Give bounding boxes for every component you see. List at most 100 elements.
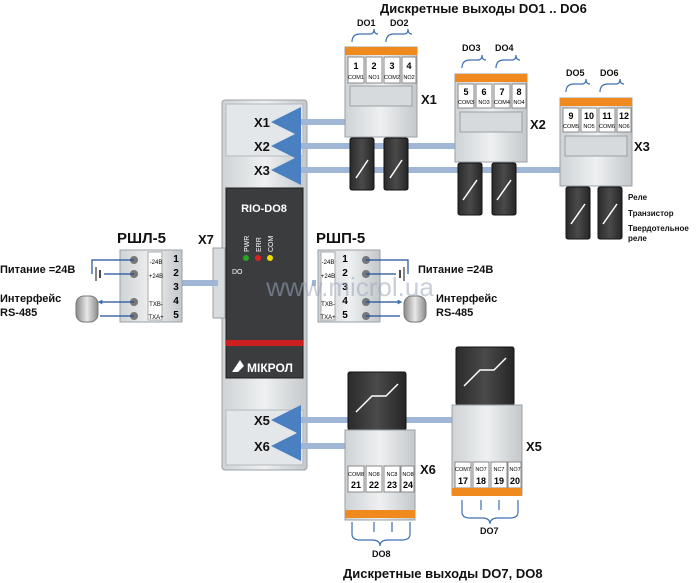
x2-term-5: COM3 [458, 100, 474, 106]
left-iface-label-2: RS-485 [0, 307, 37, 319]
left-pin-5: 5 [173, 310, 179, 321]
block-x3: 9 10 11 12 COM5 NO5 COM6 NO6 X3 DO5 DO6 [559, 68, 650, 240]
x1-label: X1 [421, 92, 437, 107]
x2-output-do4: DO4 [495, 43, 514, 53]
port-x3-label: X3 [254, 163, 270, 178]
legend-solid-state-2: реле [628, 234, 647, 243]
do-label: DO [232, 269, 243, 276]
block-x1: 1 2 3 4 COM1 NO1 COM2 NO2 X1 DO1 DO2 [344, 18, 437, 191]
x2-pin-5: 5 [463, 87, 468, 97]
left-pinlabel-2: +24B [149, 274, 163, 280]
x3-pin-11: 11 [602, 111, 612, 121]
x1-term-2: NO1 [368, 75, 379, 81]
title-top: Дискретные выходы DO1 .. DO6 [380, 1, 587, 16]
right-pin-4: 4 [342, 296, 348, 307]
err-led [255, 255, 261, 261]
title-bottom: Дискретные выходы DO7, DO8 [343, 566, 543, 581]
x1-orange-levers [345, 47, 417, 55]
right-pinlabel-4: TXB- [321, 302, 335, 308]
right-pinlabel-5: TXA+ [320, 315, 336, 321]
x6-pin-22: 22 [369, 480, 379, 490]
relay-legend: Реле Транзистор Твердотельное реле [628, 193, 689, 243]
com-led [267, 255, 273, 261]
x5-label: X5 [526, 439, 542, 454]
x3-output-do6: DO6 [600, 68, 619, 78]
x3-term-10: NO5 [583, 124, 594, 130]
right-pin-2: 2 [342, 268, 348, 279]
x3-pin-9: 9 [568, 111, 573, 121]
x1-relay-a [349, 137, 375, 191]
right-pinlabel-1: -24B [322, 260, 335, 266]
x6-term-21: COM8 [348, 472, 364, 478]
x1-term-1: COM1 [348, 75, 364, 81]
x1-pin-1: 1 [353, 61, 358, 71]
x2-output-do3: DO3 [462, 43, 481, 53]
com-led-label: COM [268, 236, 275, 253]
left-connector: РШЛ-5 -24B +24B TXB- TXA+ 1 2 3 4 5 Пита… [0, 230, 183, 323]
block-x5: COM7 NO7 NC7 NO7 17 18 19 20 DO7 X5 [451, 346, 542, 536]
x2-pin-6: 6 [481, 87, 486, 97]
x2-term-7: COM4 [494, 100, 510, 106]
x2-term-8: NO4 [513, 100, 524, 106]
x6-label: X6 [420, 462, 436, 477]
right-pin-1: 1 [342, 254, 348, 265]
x6-term-23: NC8 [386, 472, 397, 478]
right-iface-label-2: RS-485 [436, 307, 473, 319]
left-pin-1: 1 [173, 254, 179, 265]
x3-pin-12: 12 [619, 111, 629, 121]
x5-term-18: NO7 [475, 467, 486, 473]
x6-pin-24: 24 [403, 480, 413, 490]
x6-pin-21: 21 [351, 480, 361, 490]
x1-term-4: NO2 [403, 75, 414, 81]
x5-term-17: COM7 [455, 467, 471, 473]
x1-pin-3: 3 [389, 61, 394, 71]
legend-relay: Реле [628, 193, 648, 202]
left-rs485-cable-icon [75, 295, 99, 323]
connection-arrows [178, 107, 560, 461]
x2-pin-7: 7 [499, 87, 504, 97]
x5-pin-17: 17 [458, 476, 468, 486]
pwr-led-label: PWR [244, 236, 251, 252]
x6-relay [347, 371, 407, 431]
port-x7-label: X7 [198, 232, 214, 247]
left-connector-name: РШЛ-5 [117, 230, 166, 247]
x5-pin-18: 18 [476, 476, 486, 486]
right-pinlabel-2: +24B [321, 274, 335, 280]
left-pin-2: 2 [173, 268, 179, 279]
x3-label: X3 [634, 139, 650, 154]
left-power-label: Питание =24В [0, 264, 75, 276]
left-pinlabel-1: -24B [150, 260, 163, 266]
left-pin-4: 4 [173, 296, 179, 307]
right-iface-label-1: Интерфейс [436, 293, 497, 305]
port-x5-label: X5 [254, 413, 270, 428]
x2-label: X2 [530, 117, 546, 132]
device-model: RIO-DO8 [241, 203, 287, 215]
left-pinlabel-4: TXB- [149, 302, 163, 308]
x5-term-20: NO7 [509, 467, 520, 473]
x6-term-22: NO8 [368, 472, 379, 478]
legend-solid-state-1: Твердотельное [628, 224, 689, 233]
brand-name: МІКРОЛ [247, 361, 293, 375]
x1-output-do2: DO2 [390, 18, 409, 28]
right-connector: РШП-5 -24B +24B TXB- TXA+ 1 2 3 4 5 Пита… [316, 230, 497, 323]
block-x2: 5 6 7 8 COM3 NO3 COM4 NO4 X2 DO3 DO4 [454, 43, 546, 216]
port-x6-label: X6 [254, 439, 270, 454]
err-led-label: ERR [256, 237, 263, 252]
x5-pin-20: 20 [510, 476, 520, 486]
left-iface-label-1: Интерфейс [0, 293, 61, 305]
device-front-panel [225, 187, 304, 379]
x1-term-3: COM2 [384, 75, 400, 81]
device-red-stripe [226, 340, 303, 346]
x3-term-12: NO6 [618, 124, 629, 130]
x2-orange-levers [455, 74, 527, 82]
brand-logo: МІКРОЛ [232, 360, 293, 375]
port-x2-label: X2 [254, 139, 270, 154]
right-pin-3: 3 [342, 282, 348, 293]
right-connector-name: РШП-5 [316, 230, 365, 247]
x3-term-9: COM5 [563, 124, 579, 130]
x1-output-do1: DO1 [357, 18, 376, 28]
right-power-label: Питание =24В [418, 264, 493, 276]
x5-orange-levers [452, 488, 522, 496]
